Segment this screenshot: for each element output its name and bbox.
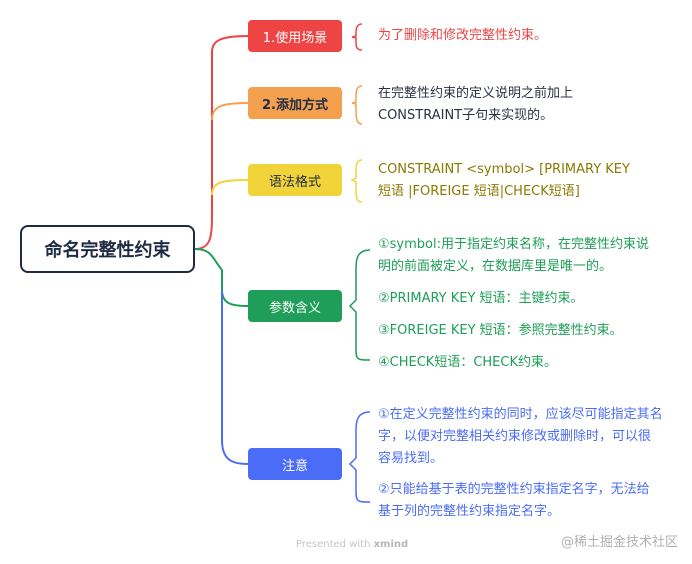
usage-line-1: 为了删除和修改完整性约束。 (378, 28, 548, 43)
notes-item-2-line-1: ②只能给基于表的完整性约束指定名字，无法给 (378, 482, 650, 497)
footer-prefix: Presented with (296, 539, 371, 550)
brace-params (348, 249, 371, 361)
node-method[interactable]: 2.添加方式 (248, 87, 342, 119)
params-item-1-line-1: ①symbol:用于指定约束名称，在完整性约束说 (378, 237, 649, 252)
notes-item-1-line-1: ①在定义完整性约束的同时，应该尽可能指定其名 (378, 407, 663, 422)
connector-params (194, 248, 249, 307)
syntax-line-2: 短语 |FOREIGE 短语|CHECK短语] (378, 184, 580, 199)
syntax-text: CONSTRAINT <symbol> [PRIMARY KEY 短语 |FOR… (378, 159, 630, 203)
watermark: @稀土掘金技术社区 (560, 535, 678, 550)
params-item-2: ②PRIMARY KEY 短语：主键约束。 (378, 291, 584, 306)
notes-text: ①在定义完整性约束的同时，应该尽可能指定其名 字，以便对完整相关约束修改或删除时… (378, 404, 663, 523)
brace-usage (351, 23, 363, 51)
connector-syntax (211, 179, 249, 196)
params-item-3: ③FOREIGE KEY 短语：参照完整性约束。 (378, 323, 623, 338)
method-line-1: 在完整性约束的定义说明之前加上 (378, 86, 574, 101)
method-text: 在完整性约束的定义说明之前加上 CONSTRAINT子句来实现的。 (378, 83, 573, 127)
footer-brand: xmind (373, 539, 409, 550)
node-syntax[interactable]: 语法格式 (248, 164, 342, 196)
notes-item-2: ②只能给基于表的完整性约束指定名字，无法给 基于列的完整性约束指定名字。 (378, 479, 663, 523)
connector-usage (194, 35, 249, 250)
brace-notes (348, 411, 371, 503)
syntax-line-1: CONSTRAINT <symbol> [PRIMARY KEY (378, 162, 630, 177)
params-item-1: ①symbol:用于指定约束名称，在完整性约束说 明的前面被定义，在数据库里是唯… (378, 234, 649, 278)
notes-item-2-line-2: 基于列的完整性约束指定名字。 (378, 504, 561, 519)
root-node[interactable]: 命名完整性约束 (20, 225, 195, 273)
notes-item-1-line-2: 字，以便对完整相关约束修改或删除时，可以很 (378, 429, 652, 444)
params-text: ①symbol:用于指定约束名称，在完整性约束说 明的前面被定义，在数据库里是唯… (378, 234, 649, 374)
usage-text: 为了删除和修改完整性约束。 (378, 25, 547, 47)
node-params[interactable]: 参数含义 (248, 290, 342, 322)
brace-method (351, 85, 363, 125)
params-item-1-line-2: 明的前面被定义，在数据库里是唯一的。 (378, 259, 613, 274)
notes-item-1-line-3: 容易找到。 (378, 451, 444, 466)
footer-credit: Presented with xmind (296, 539, 408, 550)
notes-item-1: ①在定义完整性约束的同时，应该尽可能指定其名 字，以便对完整相关约束修改或删除时… (378, 404, 663, 470)
node-notes[interactable]: 注意 (248, 448, 342, 480)
brace-syntax (350, 159, 363, 203)
connector-notes (221, 290, 249, 465)
method-line-2: CONSTRAINT子句来实现的。 (378, 108, 554, 123)
params-item-4: ④CHECK短语：CHECK约束。 (378, 355, 557, 370)
node-usage[interactable]: 1.使用场景 (248, 20, 342, 52)
connector-method (211, 102, 249, 121)
